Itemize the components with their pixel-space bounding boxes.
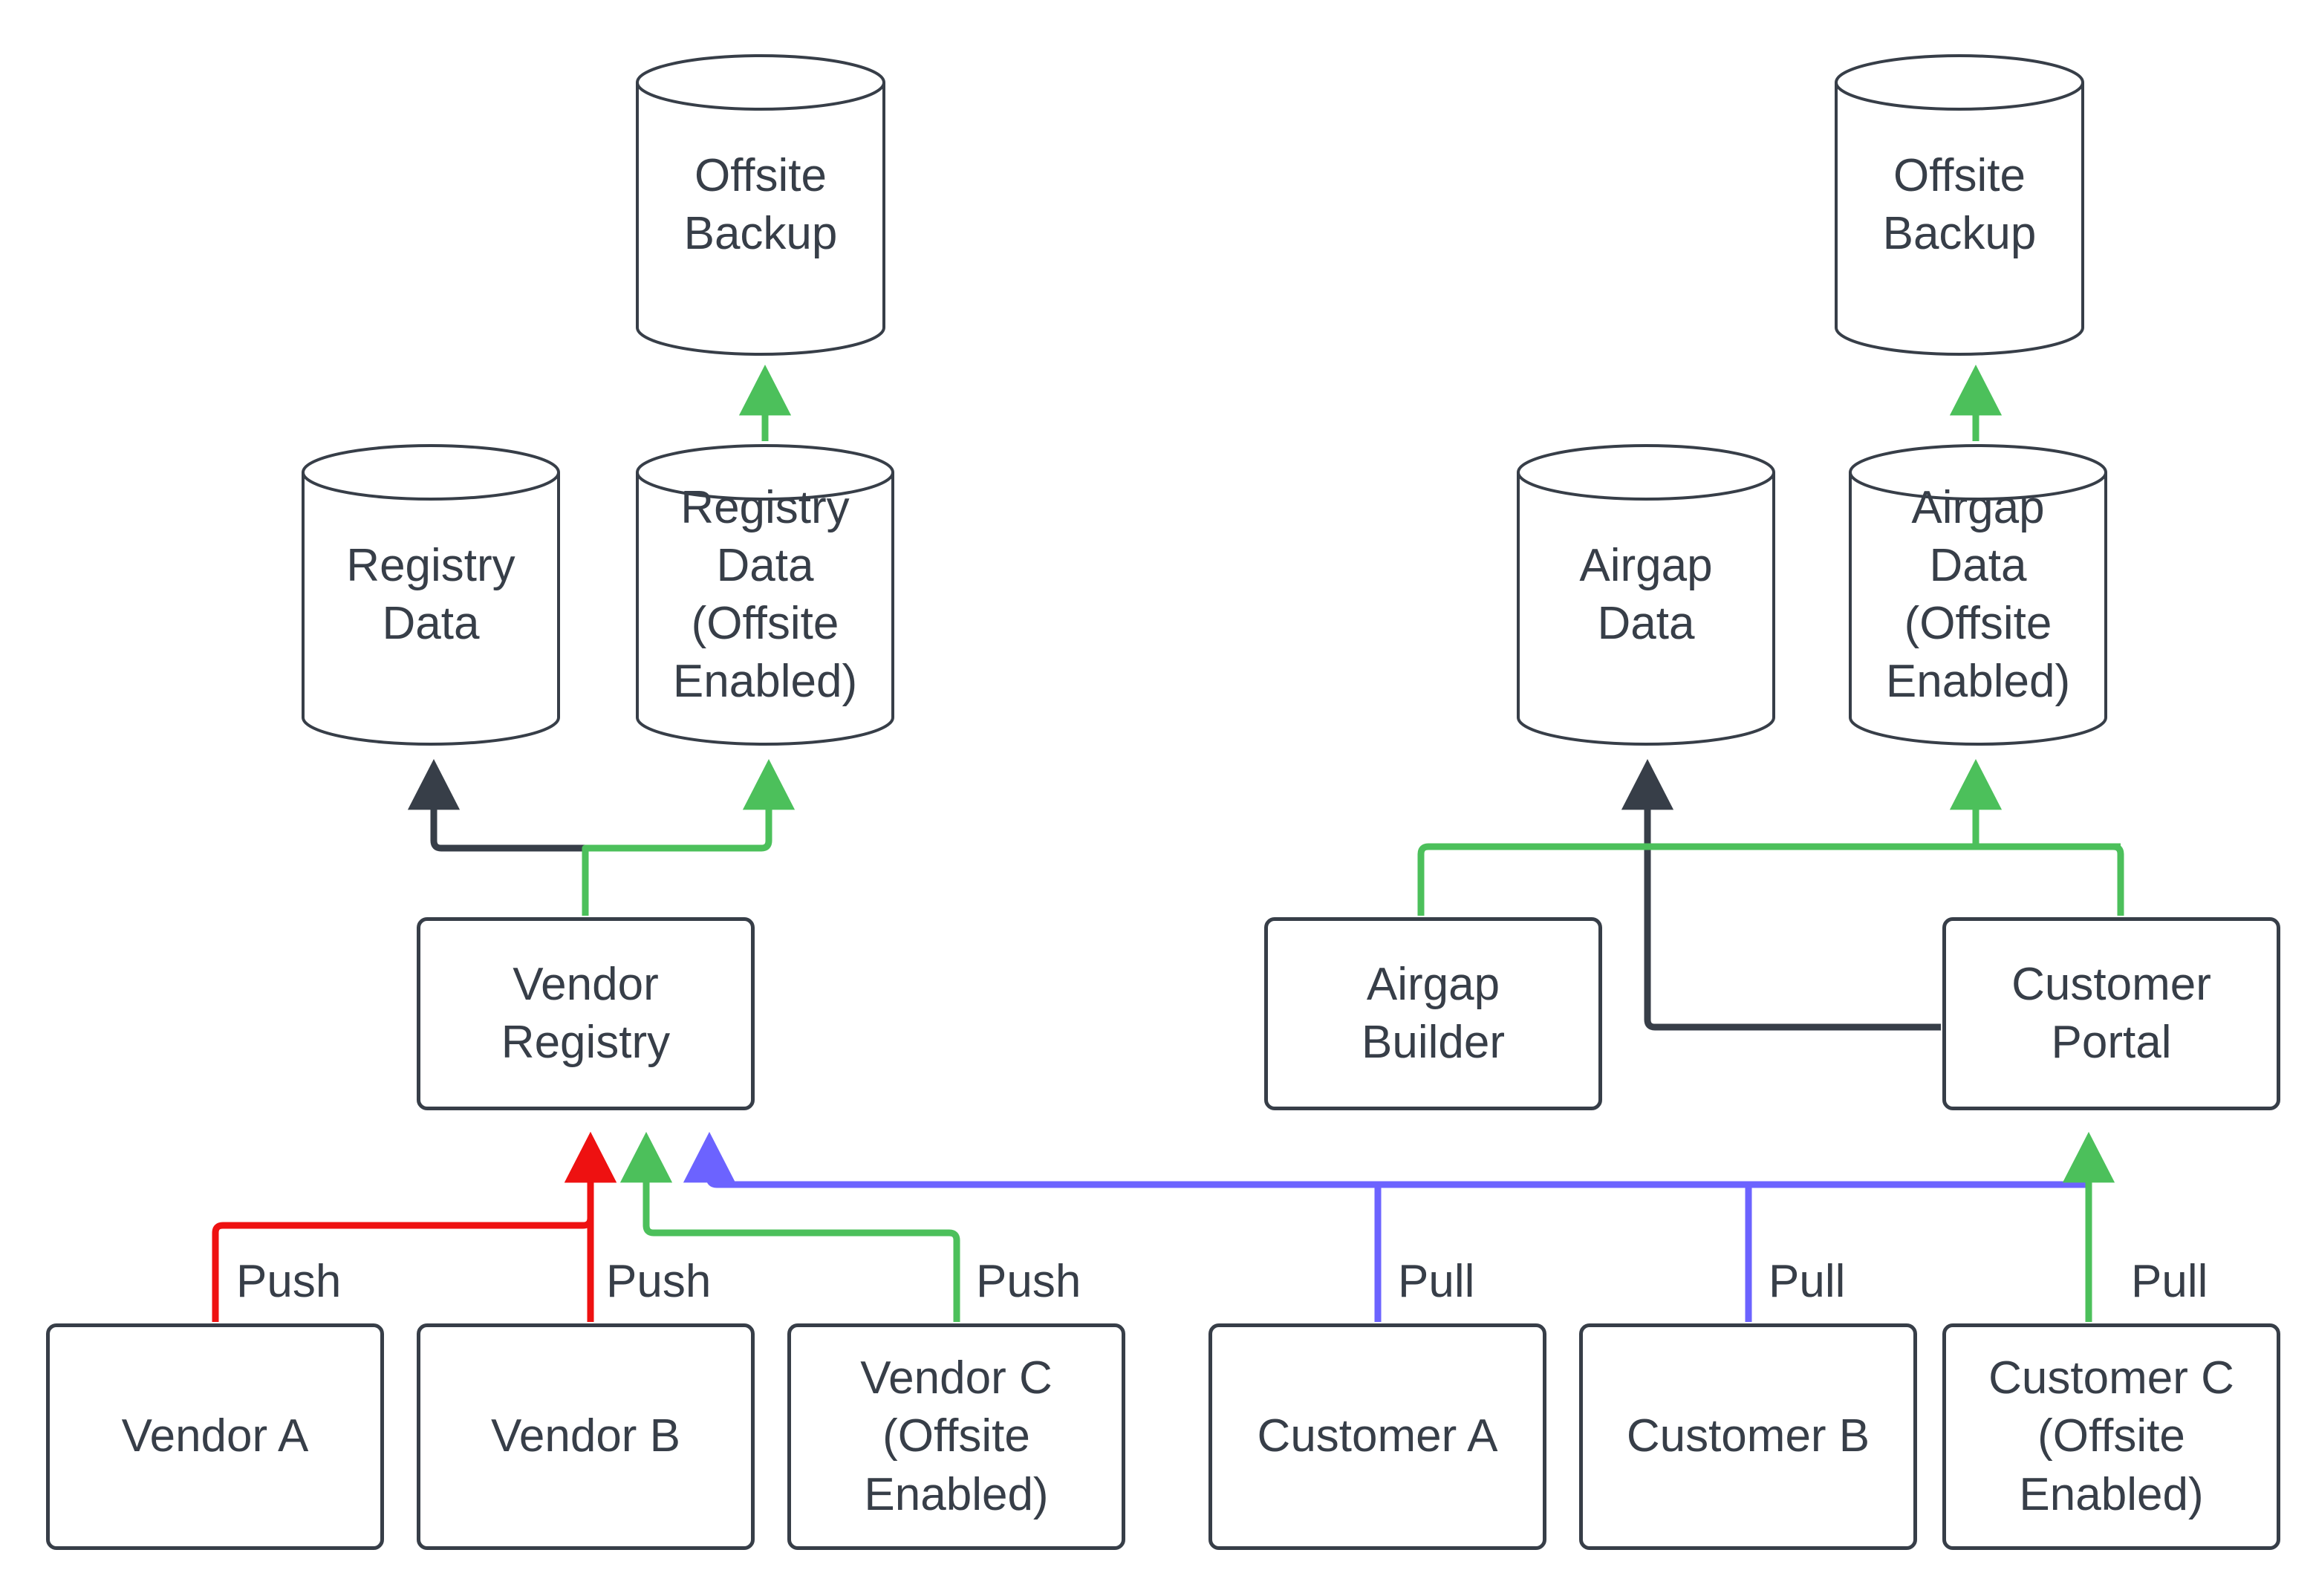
cylinder-shape <box>636 54 885 356</box>
node-label: Airgap Data <box>1579 539 1713 649</box>
edge-label-push-vendor-c: Push <box>976 1256 1081 1307</box>
node-label: Customer B <box>1626 1410 1870 1462</box>
cylinder-shape <box>1517 444 1775 746</box>
node-registry-data-offsite[interactable]: Registry Data (Offsite Enabled) <box>634 443 896 747</box>
cylinder-shape <box>1849 444 2107 746</box>
edge-label-pull-customer-b: Pull <box>1769 1256 1846 1307</box>
edge-customer-a-to-vendor-registry <box>683 1131 1382 1322</box>
node-label: Customer Portal <box>2011 958 2211 1068</box>
edge-customer-portal-to-trunk <box>1428 843 2124 916</box>
node-label: Vendor A <box>121 1410 309 1462</box>
node-label: Registry Data (Offsite Enabled) <box>672 481 858 708</box>
node-vendor-b[interactable]: Vendor B <box>417 1323 755 1550</box>
node-offsite-backup-left[interactable]: Offsite Backup <box>634 53 887 357</box>
edge-vendor-c-to-vendor-registry <box>619 1131 960 1322</box>
node-customer-portal[interactable]: Customer Portal <box>1942 917 2280 1110</box>
node-label: Vendor Registry <box>501 958 671 1068</box>
node-vendor-a[interactable]: Vendor A <box>46 1323 384 1550</box>
node-label: Vendor B <box>490 1410 681 1462</box>
node-label: Vendor C (Offsite Enabled) <box>860 1352 1053 1520</box>
edge-airgap-builder-to-trunk <box>1417 843 2121 916</box>
edge-label-pull-customer-a: Pull <box>1398 1256 1475 1307</box>
node-airgap-builder[interactable]: Airgap Builder <box>1264 917 1602 1110</box>
node-airgap-data-offsite[interactable]: Airgap Data (Offsite Enabled) <box>1847 443 2109 747</box>
edge-customer-portal-to-airgap-data <box>1621 758 1941 1031</box>
node-customer-c[interactable]: Customer C (Offsite Enabled) <box>1942 1323 2280 1550</box>
cylinder-shape <box>302 444 560 746</box>
node-registry-data[interactable]: Registry Data <box>300 443 562 747</box>
edge-registry-to-registry-data <box>407 758 589 916</box>
edge-label-push-vendor-a: Push <box>236 1256 342 1307</box>
node-offsite-backup-right[interactable]: Offsite Backup <box>1833 53 2086 357</box>
node-vendor-registry[interactable]: Vendor Registry <box>417 917 755 1110</box>
node-label: Airgap Data (Offsite Enabled) <box>1885 481 2071 708</box>
node-label: Registry Data <box>346 539 515 649</box>
node-label: Customer A <box>1257 1410 1498 1462</box>
node-label: Offsite Backup <box>1882 149 2037 259</box>
cylinder-shape <box>636 444 894 746</box>
node-customer-a[interactable]: Customer A <box>1208 1323 1546 1550</box>
node-label: Customer C (Offsite Enabled) <box>1988 1352 2234 1520</box>
node-vendor-c[interactable]: Vendor C (Offsite Enabled) <box>787 1323 1125 1550</box>
edge-label-pull-customer-c: Pull <box>2131 1256 2208 1307</box>
node-airgap-data[interactable]: Airgap Data <box>1515 443 1777 747</box>
node-customer-b[interactable]: Customer B <box>1579 1323 1917 1550</box>
edge-registry-to-registry-data-offsite <box>582 758 796 916</box>
cylinder-shape <box>1835 54 2084 356</box>
node-label: Offsite Backup <box>683 149 838 259</box>
node-label: Airgap Builder <box>1362 958 1505 1068</box>
edge-label-push-vendor-b: Push <box>606 1256 712 1307</box>
